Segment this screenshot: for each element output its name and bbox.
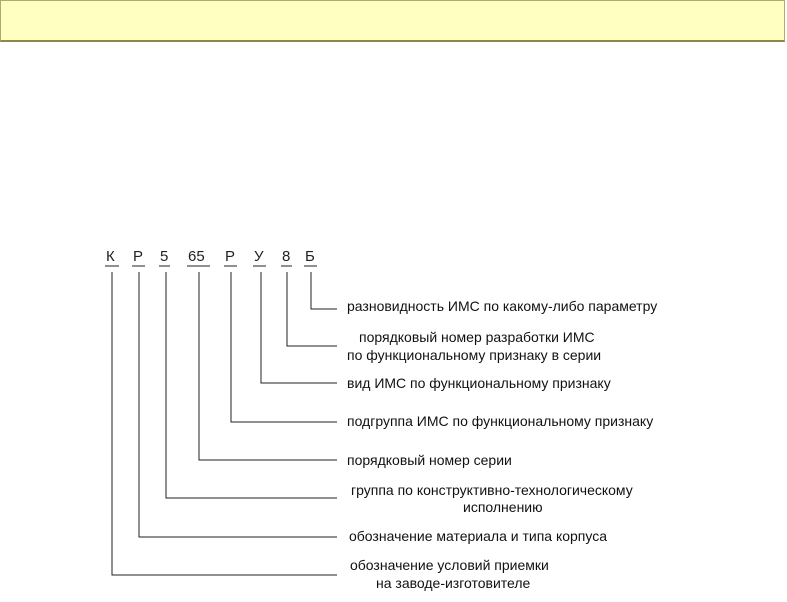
desc-construction-group-line1: группа по конструктивно-технологическому [351,482,633,498]
code-letter-b: Б [305,248,315,265]
desc-subgroup: подгруппа ИМС по функциональному признак… [347,413,653,429]
desc-dev-number-line2: по функциональному признаку в серии [347,347,601,363]
desc-acceptance-line2: на заводе-изготовителе [376,575,531,591]
leader-dev-number [286,272,337,347]
leader-series-number [198,272,337,461]
code-letter-k: К [106,248,115,265]
desc-series-number: порядковый номер серии [347,452,512,468]
desc-variant: разновидность ИМС по какому-либо парамет… [347,298,657,314]
code-letter-u: У [254,248,264,265]
code-number-65: 65 [188,248,205,265]
desc-type: вид ИМС по функциональному признаку [347,375,611,391]
code-letter-r2: Р [225,248,235,265]
leader-lines [111,272,337,576]
code-digit-5: 5 [160,248,168,265]
desc-material: обозначение материала и типа корпуса [349,528,607,544]
leader-material [138,272,337,538]
leader-variant [310,272,337,310]
code-digit-8: 8 [282,248,290,265]
leader-type [260,272,337,384]
descriptions: разновидность ИМС по какому-либо парамет… [347,298,657,591]
desc-construction-group-line2: исполнению [463,499,543,515]
desc-acceptance-line1: обозначение условий приемки [350,557,549,573]
leader-subgroup [230,272,337,423]
title-bar [0,0,785,42]
code-letter-r1: Р [133,248,143,265]
leader-acceptance [111,272,337,576]
designation-code: К Р 5 65 Р У 8 Б [106,248,315,265]
desc-dev-number-line1: порядковый номер разработки ИМС [359,329,595,345]
leader-construction-group [165,272,337,499]
